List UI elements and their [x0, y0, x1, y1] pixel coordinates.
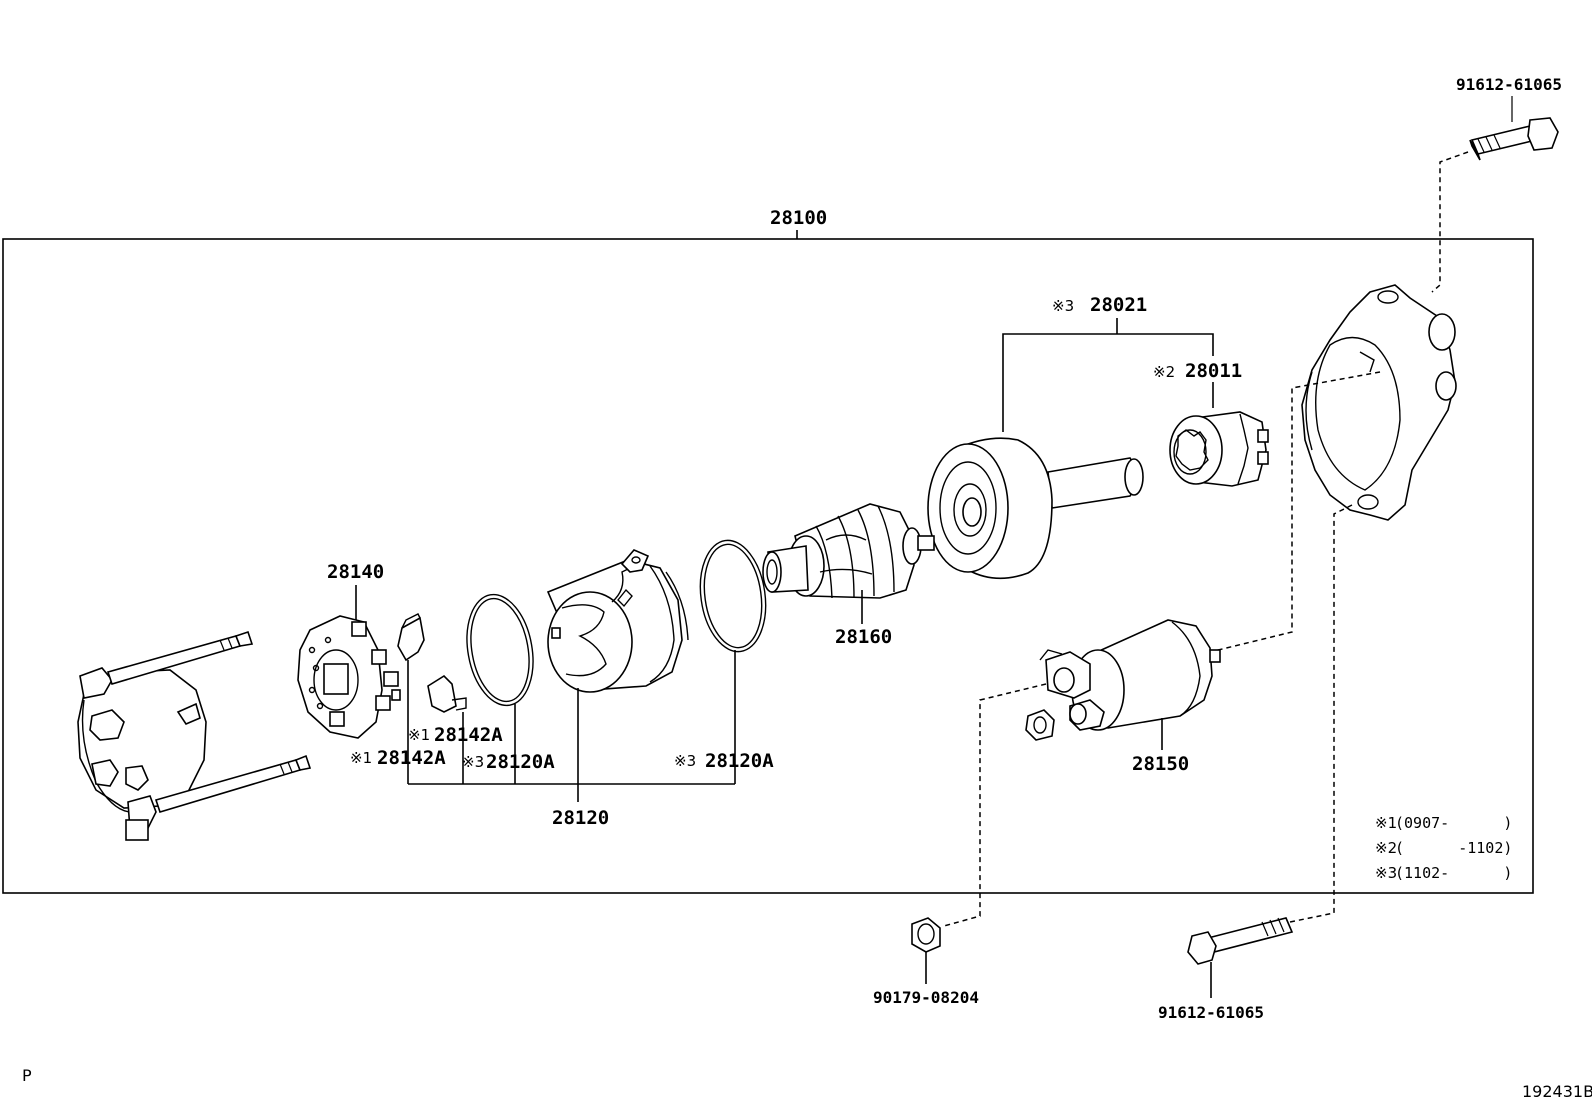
label-bolt-bottom[interactable]: 91612-61065 [1158, 1003, 1264, 1022]
legend-mark-1: ※1 [1375, 814, 1397, 832]
armature-part[interactable] [762, 503, 935, 599]
corner-code-right: 192431B [1522, 1082, 1592, 1099]
mark-brush-b: ※1 [350, 749, 372, 767]
through-bolt-lower-part[interactable] [154, 754, 312, 813]
mark-cap-a: ※3 [462, 753, 484, 771]
assembly-frame [2, 238, 1534, 894]
label-yoke[interactable]: 28120 [552, 807, 609, 829]
label-assembly[interactable]: 28100 [770, 207, 827, 229]
legend-range-2: ( -1102) [1395, 839, 1512, 857]
label-brush-b[interactable]: 28142A [377, 747, 446, 769]
through-bolt-upper-part[interactable] [106, 630, 254, 685]
label-brush-a[interactable]: 28142A [434, 724, 503, 746]
corner-code-left: P [22, 1066, 32, 1085]
housing-solenoid-guide [1209, 371, 1381, 653]
legend: ※1 (0907- ) ※2 ( -1102) ※3 (1102- ) [1375, 814, 1512, 882]
legend-range-1: (0907- ) [1395, 814, 1512, 832]
label-pinion[interactable]: 28011 [1185, 360, 1242, 382]
brush-clip-lower-part[interactable] [427, 674, 467, 713]
label-cap-b[interactable]: 28120A [705, 750, 774, 772]
legend-range-3: (1102- ) [1395, 864, 1512, 882]
label-nut[interactable]: 90179-08204 [873, 988, 979, 1007]
mark-cap-b: ※3 [674, 752, 696, 770]
legend-mark-3: ※3 [1375, 864, 1397, 882]
solenoid-part[interactable] [1039, 619, 1221, 731]
label-clutch-assy[interactable]: 28021 [1090, 294, 1147, 316]
bolt-top-guide [1431, 151, 1469, 293]
label-brush-holder[interactable]: 28140 [327, 561, 384, 583]
nut-part[interactable] [911, 917, 941, 953]
solenoid-nut-part[interactable] [1025, 709, 1055, 741]
drive-end-housing[interactable] [1301, 284, 1457, 521]
label-cap-a[interactable]: 28120A [486, 751, 555, 773]
bolt-top-part[interactable] [1469, 117, 1559, 161]
gasket-ring-right-part[interactable] [694, 536, 773, 656]
brush-holder-part[interactable] [297, 615, 401, 739]
yoke-bracket [407, 650, 736, 802]
gasket-ring-left-part[interactable] [459, 589, 541, 710]
clutch-bracket [1002, 333, 1214, 432]
solenoid-nut-guide [943, 683, 1047, 927]
label-bolt-top[interactable]: 91612-61065 [1456, 75, 1562, 94]
mark-brush-a: ※1 [408, 726, 430, 744]
label-solenoid[interactable]: 28150 [1132, 753, 1189, 775]
commutator-end-frame-part[interactable] [77, 667, 207, 841]
housing-bolt-guide [1289, 504, 1353, 923]
brush-clip-upper-part[interactable] [397, 613, 425, 662]
legend-mark-2: ※2 [1375, 839, 1397, 857]
label-armature[interactable]: 28160 [835, 626, 892, 648]
pinion-gear-part[interactable] [1169, 411, 1269, 487]
yoke-part[interactable] [546, 549, 689, 693]
bolt-bottom-part[interactable] [1187, 917, 1294, 965]
overrunning-clutch-part[interactable] [927, 437, 1144, 580]
mark-pinion: ※2 [1153, 363, 1175, 381]
mark-clutch: ※3 [1052, 297, 1074, 315]
